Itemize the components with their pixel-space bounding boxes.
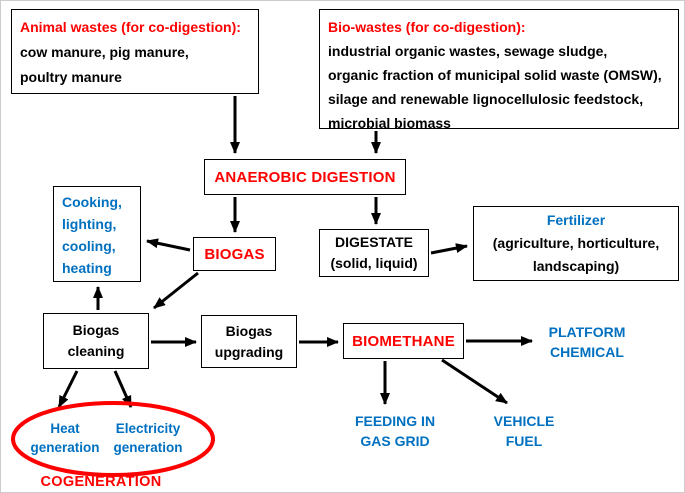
platform-chemical-label: PLATFORM CHEMICAL (538, 323, 636, 362)
heat-generation-label: Heat generation (26, 419, 104, 457)
electricity-generation-label: Electricity generation (103, 419, 193, 457)
biogas-upgrading-box: Biogas upgrading (201, 315, 297, 368)
biomethane-box: BIOMETHANE (343, 323, 464, 359)
bio-wastes-line: microbial biomass (328, 115, 451, 131)
biogas-upgrading-line: upgrading (214, 343, 284, 360)
feeding-gas-grid-line: GAS GRID (360, 432, 430, 449)
bio-wastes-box: Bio-wastes (for co-digestion): industria… (319, 9, 679, 131)
biogas-cleaning-box: Biogas cleaning (43, 313, 149, 369)
animal-wastes-line: cow manure, pig manure, (20, 44, 189, 60)
fertilizer-box: Fertilizer (agriculture, horticulture, l… (473, 206, 679, 281)
arrow-biogas-to-cleaning (153, 271, 199, 310)
vehicle-fuel-line: VEHICLE (493, 413, 555, 429)
cogeneration-label: COGENERATION (40, 474, 162, 490)
bio-wastes-title: Bio-wastes (for co-digestion): (328, 19, 526, 35)
arrow-digestate-to-fertilizer (430, 243, 468, 255)
animal-wastes-box: Animal wastes (for co-digestion): cow ma… (11, 9, 259, 94)
animal-wastes-line: poultry manure (20, 69, 122, 85)
anaerobic-digestion-box: ANAEROBIC DIGESTION (204, 159, 406, 195)
platform-chemical-line: CHEMICAL (550, 343, 624, 360)
cooking-uses-line: heating (62, 260, 112, 276)
cooking-uses-line: cooling, (62, 238, 116, 254)
fertilizer-line: (agriculture, horticulture, (492, 235, 660, 251)
digestate-line: DIGESTATE (334, 234, 414, 250)
bio-wastes-line: organic fraction of municipal solid wast… (328, 67, 662, 83)
anaerobic-digestion-label: ANAEROBIC DIGESTION (214, 168, 396, 186)
bio-wastes-line: silage and renewable lignocellulosic fee… (328, 91, 644, 107)
digestate-line: (solid, liquid) (330, 255, 418, 271)
feeding-gas-grid-line: FEEDING IN (354, 413, 436, 429)
fertilizer-title: Fertilizer (546, 212, 606, 228)
animal-wastes-title: Animal wastes (for co-digestion): (20, 19, 241, 35)
vehicle-fuel-label: VEHICLE FUEL (486, 412, 562, 451)
biomethane-label: BIOMETHANE (352, 332, 455, 350)
cooking-uses-line: Cooking, (62, 194, 122, 210)
fertilizer-line: landscaping) (532, 258, 620, 274)
biogas-label: BIOGAS (204, 245, 265, 263)
feeding-gas-grid-label: FEEDING IN GAS GRID (343, 412, 447, 451)
biogas-box: BIOGAS (193, 237, 276, 271)
biogas-upgrading-line: Biogas (225, 322, 273, 339)
cooking-uses-line: lighting, (62, 216, 117, 232)
heat-generation-line: Heat (50, 421, 80, 436)
electricity-generation-line: Electricity (115, 421, 181, 436)
vehicle-fuel-line: FUEL (505, 432, 543, 449)
biogas-cleaning-line: cleaning (67, 343, 125, 359)
cooking-uses-box: Cooking, lighting, cooling, heating (53, 186, 141, 282)
platform-chemical-line: PLATFORM (548, 324, 626, 340)
arrow-biogas-to-cooking (146, 238, 191, 252)
electricity-generation-line: generation (113, 440, 183, 455)
arrow-cleaning-to-heat (57, 370, 79, 408)
heat-generation-line: generation (30, 440, 100, 455)
arrow-biomethane-to-vehicle-fuel (441, 358, 508, 405)
arrow-cleaning-to-electricity (113, 370, 133, 408)
bio-wastes-line: industrial organic wastes, sewage sludge… (328, 43, 608, 59)
biogas-cleaning-line: Biogas (72, 322, 120, 338)
digestate-box: DIGESTATE (solid, liquid) (319, 229, 429, 277)
